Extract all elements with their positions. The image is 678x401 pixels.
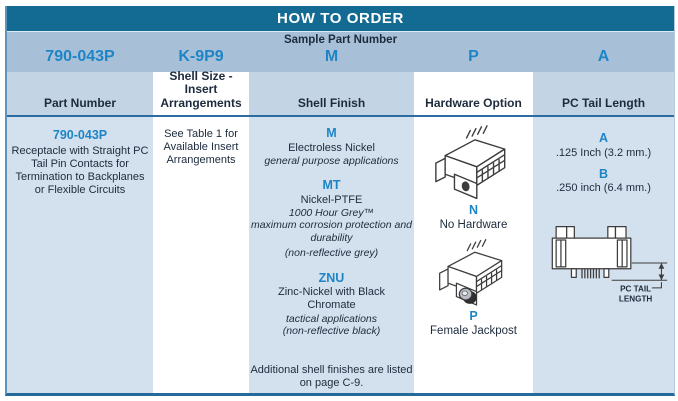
column-header-shell-size: Shell Size - Insert Arrangements [153,69,249,117]
finish-code: MT [322,178,341,193]
tail-code: A [598,131,609,145]
sample-segment-hardware: P [414,47,533,72]
hardware-option-cell: N No Hardware P Female Jackpost [414,117,533,393]
shell-finish-footnote: Additional shell finishes are listed on … [250,364,413,390]
sample-segment-part-number: 790-043P [7,47,153,72]
sample-segment-tail-length: A [533,47,674,72]
hardware-code: N [468,203,479,217]
finish-note: general purpose applications [264,154,399,167]
hardware-code: P [469,309,478,324]
finish-name: Zinc-Nickel with Black Chromate [278,286,385,312]
sample-segment-shell-finish: M [249,47,414,72]
tail-code: B [598,166,609,181]
finish-note: (non-reflective grey) [284,247,379,260]
hardware-label: No Hardware [439,218,508,231]
diagram-label-line1: PC TAIL [620,284,651,293]
column-header-tail-length: PC Tail Length [533,72,674,117]
pc-tail-length-diagram-icon: PC TAIL LENGTH [551,225,667,303]
diagram-label-line2: LENGTH [618,294,652,303]
sample-segment-shell-size: K-9P9 [153,47,249,72]
finish-note: 1000 Hour Grey™ [288,207,375,219]
shell-size-cell: See Table 1 for Available Insert Arrange… [153,117,249,393]
connector-isometric-jackpost-icon [438,239,502,306]
shell-finish-option-mt: MT Nickel-PTFE 1000 Hour Grey™ maximum c… [249,178,414,259]
tail-option-b: B .250 inch (6.4 mm.) [533,167,674,196]
connector-isometric-icon [434,125,505,200]
part-number-cell: 790-043P Receptacle with Straight PC Tai… [7,117,153,393]
hardware-label: Female Jackpost [430,324,517,337]
finish-name: Nickel-PTFE [300,193,363,206]
shell-finish-option-znu: ZNU Zinc-Nickel with Black Chromate tact… [249,271,414,338]
part-number-description: Receptacle with Straight PC Tail Pin Con… [11,144,149,197]
column-header-hardware: Hardware Option [414,72,533,117]
shell-finish-cell: M Electroless Nickel general purpose app… [249,117,414,393]
finish-note: tactical applications [285,312,378,325]
page-title: HOW TO ORDER [7,6,674,32]
sample-part-number-label: Sample Part Number [7,32,674,47]
pc-tail-length-cell: A .125 Inch (3.2 mm.) B .250 inch (6.4 m… [533,117,674,393]
tail-option-a: A .125 Inch (3.2 mm.) [533,131,674,160]
finish-code: M [326,126,337,140]
finish-note: maximum corrosion protection and durabil… [250,219,413,244]
finish-note: (non-reflective black) [282,324,381,337]
column-header-shell-finish: Shell Finish [249,72,414,117]
tail-label: .250 inch (6.4 mm.) [556,182,651,195]
finish-code: ZNU [318,270,345,285]
part-number-code: 790-043P [52,128,108,142]
shell-size-note: See Table 1 for Available Insert Arrange… [163,128,239,167]
shell-finish-option-m: M Electroless Nickel general purpose app… [249,126,414,167]
finish-name: Electroless Nickel [288,141,375,154]
tail-label: .125 Inch (3.2 mm.) [555,146,652,159]
column-header-part-number: Part Number [7,72,153,117]
how-to-order-table: HOW TO ORDER Sample Part Number 790-043P… [5,6,675,396]
